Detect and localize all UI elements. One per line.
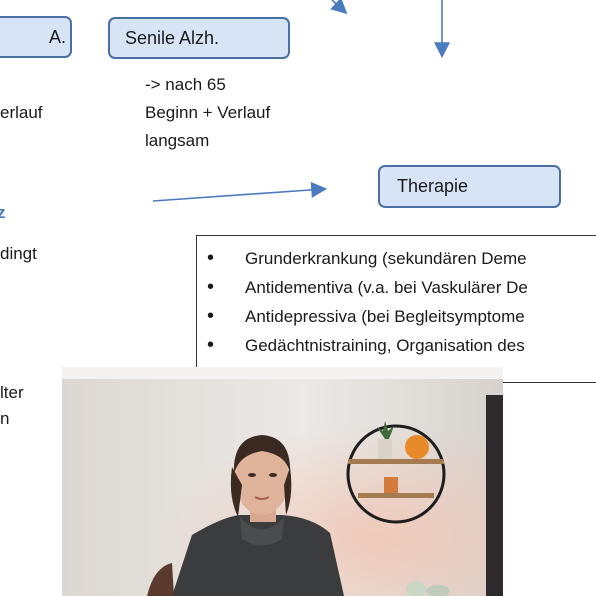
arrow-to-therapie [152, 181, 328, 202]
therapy-list: Grunderkrankung (sekundären Deme Antidem… [207, 244, 528, 360]
arrow-top-center [330, 0, 348, 15]
door-frame [486, 395, 503, 596]
person-sweater [172, 515, 344, 596]
person-face [235, 443, 289, 515]
left-fragment-n: n [0, 409, 10, 428]
plant [377, 421, 394, 439]
person-hair [233, 435, 291, 475]
shelf-bottom [358, 493, 434, 498]
box-vascular-label: A. [48, 26, 66, 47]
left-fragment-dingt: dingt [0, 244, 37, 263]
box-senile-label: Senile Alzh. [125, 27, 220, 48]
therapy-item-3: Antidepressiva (bei Begleitsymptome [207, 302, 528, 331]
senile-line-2: Beginn + Verlauf [145, 103, 271, 122]
chair [147, 563, 174, 596]
wall-shelf-ring [346, 424, 446, 524]
box-therapie-label: Therapie [397, 176, 469, 196]
shelf-top [348, 459, 444, 464]
therapy-item-2: Antidementiva (v.a. bei Vaskulärer De [207, 273, 528, 302]
therapy-item-1: Grunderkrankung (sekundären Deme [207, 244, 528, 273]
senile-line-3: langsam [145, 131, 210, 150]
left-fragment-lter: lter [0, 383, 24, 402]
box-senile-alzheimer: Senile Alzh. [108, 17, 290, 59]
orange-lamp [405, 435, 429, 459]
webcam-scene [62, 367, 503, 596]
left-fragment-z: z [0, 203, 6, 222]
senile-line-1: -> nach 65 [145, 75, 226, 94]
box-therapie: Therapie [378, 165, 561, 208]
candle-jar [384, 477, 398, 493]
therapy-list-box: Grunderkrankung (sekundären Deme Antidem… [196, 235, 596, 383]
webcam-video-overlay[interactable] [62, 367, 503, 596]
box-vascular-dementia: A. [0, 16, 72, 58]
senile-onset-text: -> nach 65 Beginn + Verlauf langsam [145, 71, 270, 155]
left-fragment-verlauf: erlauf [0, 103, 43, 122]
therapy-item-4: Gedächtnistraining, Organisation des [207, 331, 528, 360]
